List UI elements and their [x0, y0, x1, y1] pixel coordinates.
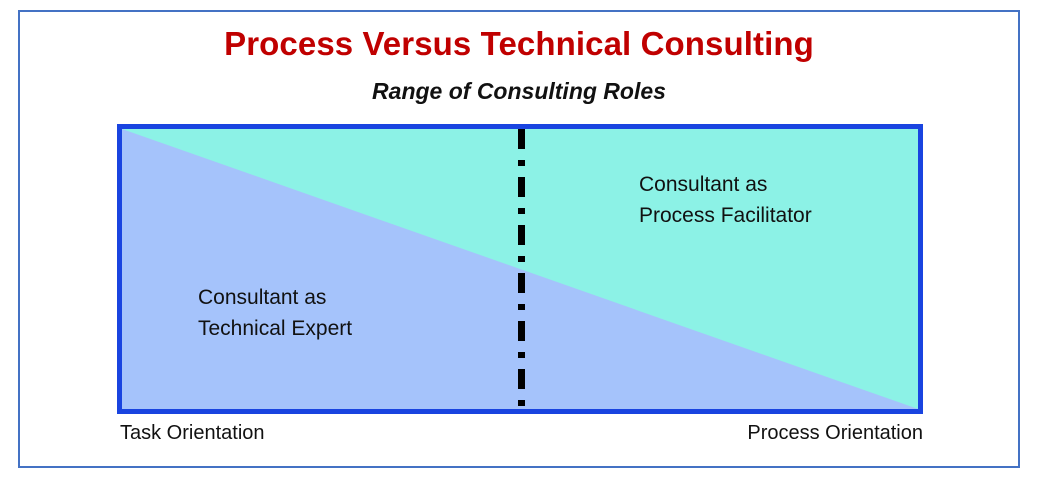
page-subtitle: Range of Consulting Roles	[372, 78, 666, 104]
axis-label-task-orientation: Task Orientation	[120, 422, 265, 444]
region-label-process-line2: Process Facilitator	[639, 204, 812, 227]
midpoint-divider-line	[518, 129, 525, 409]
axis-label-process-orientation: Process Orientation	[747, 422, 923, 444]
page-title: Process Versus Technical Consulting	[224, 25, 814, 62]
consulting-range-diagram: Consultant as Process Facilitator Consul…	[117, 124, 923, 414]
region-label-process-line1: Consultant as	[639, 173, 768, 196]
slide-outer-border	[18, 10, 1020, 468]
region-label-technical-line1: Consultant as	[198, 286, 327, 309]
region-label-process-facilitator: Consultant as Process Facilitator	[639, 169, 812, 231]
region-label-technical-line2: Technical Expert	[198, 317, 353, 340]
region-label-technical-expert: Consultant as Technical Expert	[198, 282, 352, 344]
task-orientation-triangle	[122, 129, 918, 409]
